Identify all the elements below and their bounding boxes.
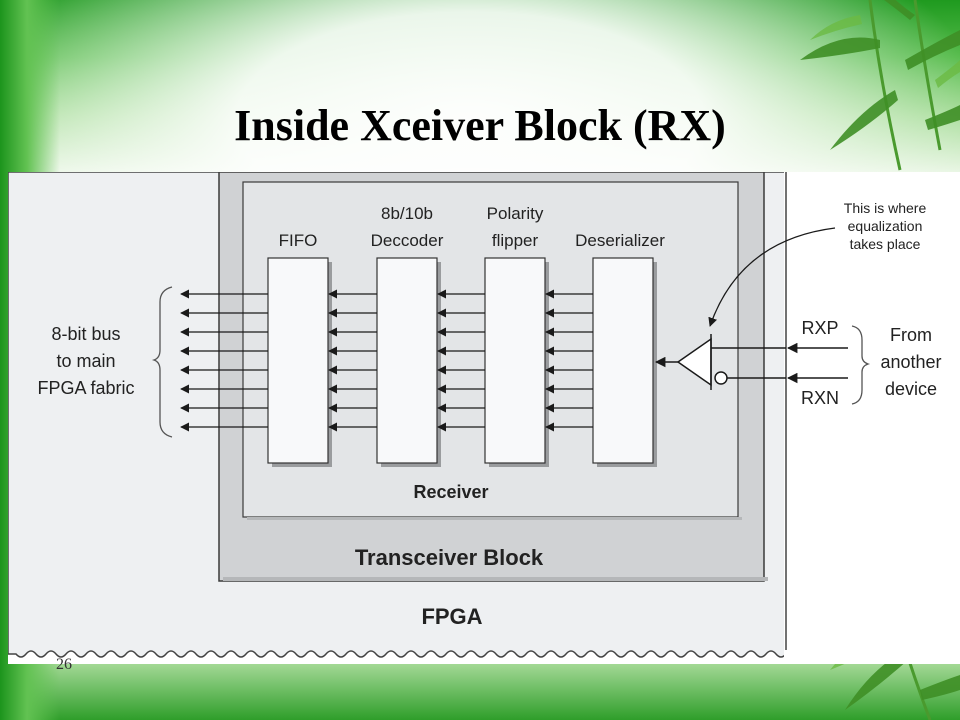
decoder-block [376,257,441,467]
bus-brace [151,286,173,438]
transceiver-diagram: FIFO 8b/10b Deccoder Polarity flipper De… [8,172,790,664]
polarity-flipper-block [484,257,549,467]
transceiver-label: Transceiver Block [355,545,544,570]
bus-arrows [180,289,593,432]
fifo-label: FIFO [279,231,318,250]
bus-label-line3: FPGA fabric [37,378,134,398]
decoder-label-line2: Deccoder [371,231,444,250]
polarity-label-line1: Polarity [487,204,544,223]
receiver-label: Receiver [413,482,488,502]
polarity-label-line2: flipper [492,231,539,250]
diagram-canvas: FIFO 8b/10b Deccoder Polarity flipper De… [8,172,790,664]
slide-number: 26 [56,656,72,673]
bus-label-line1: 8-bit bus [51,324,120,344]
deserializer-label: Deserializer [575,231,665,250]
equalizer-amplifier [654,334,786,390]
slide-title: Inside Xceiver Block (RX) [234,101,726,150]
fifo-block [267,257,332,467]
deserializer-block [592,257,657,467]
fpga-label: FPGA [421,604,482,629]
bus-label-line2: to main [56,351,115,371]
decoder-label-line1: 8b/10b [381,204,433,223]
